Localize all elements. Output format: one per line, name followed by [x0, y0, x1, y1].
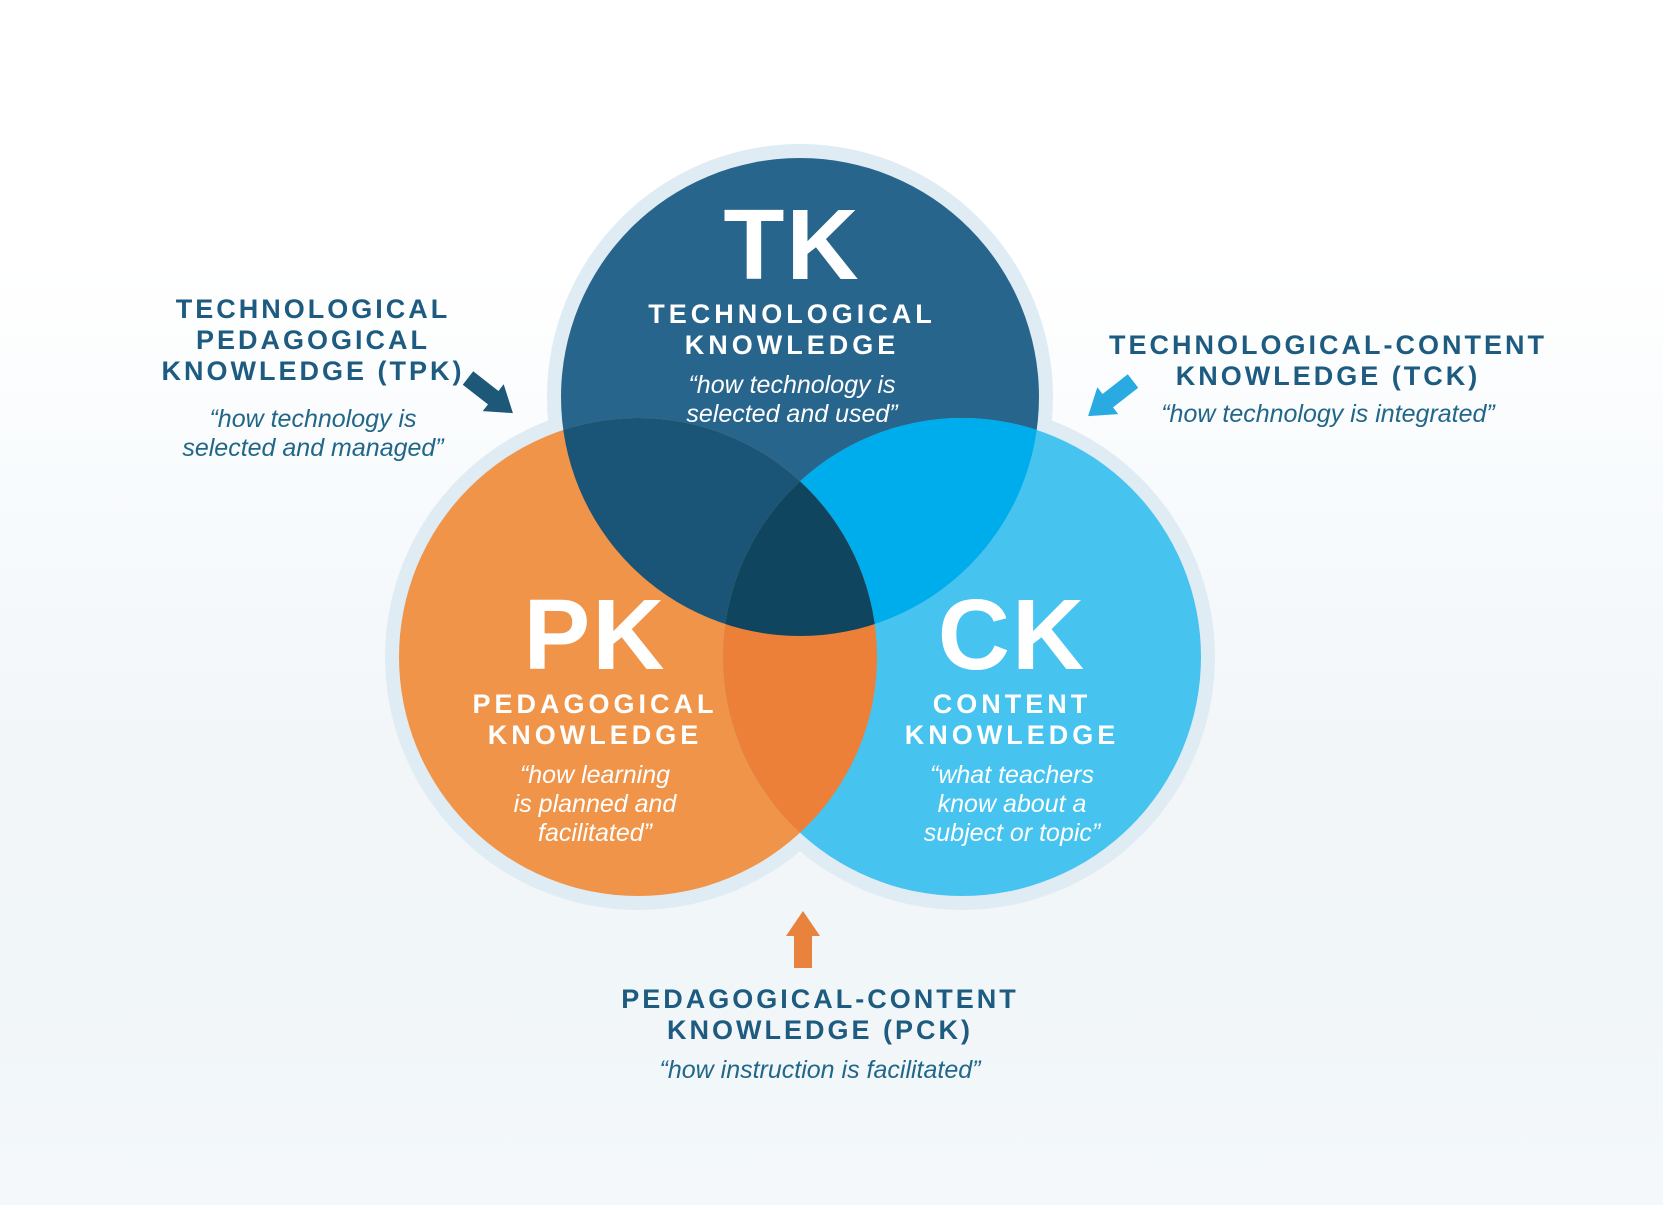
tck-heading-line2: KNOWLEDGE (TCK) — [1175, 361, 1481, 391]
tk-circle-label-group: TK TECHNOLOGICAL KNOWLEDGE “how technolo… — [572, 195, 1012, 429]
tpk-heading-line2: PEDAGOGICAL — [195, 325, 430, 355]
tck-callout: TECHNOLOGICAL-CONTENT KNOWLEDGE (TCK) “h… — [1068, 330, 1588, 429]
pk-abbr: PK — [523, 579, 667, 691]
tpk-arrow-icon — [462, 371, 513, 414]
pk-circle-label-group: PK PEDAGOGICAL KNOWLEDGE “how learning i… — [395, 585, 795, 848]
tpk-heading-line1: TECHNOLOGICAL — [175, 294, 451, 324]
tk-quote-line1: “how technology is — [688, 371, 896, 399]
tpk-quote-line1: “how technology is — [209, 405, 417, 433]
pk-quote-line2: is planned and — [513, 790, 677, 818]
tk-quote-line2: selected and used” — [686, 400, 898, 428]
ck-quote-line2: know about a — [937, 790, 1087, 818]
pck-quote-line1: “how instruction is facilitated” — [659, 1056, 981, 1084]
tck-heading-line1: TECHNOLOGICAL-CONTENT — [1109, 330, 1547, 360]
pk-quote: “how learning is planned and facilitated… — [395, 761, 795, 848]
pk-title-line2: KNOWLEDGE — [487, 720, 703, 750]
pk-title-line1: PEDAGOGICAL — [472, 689, 718, 719]
pck-callout: PEDAGOGICAL-CONTENT KNOWLEDGE (PCK) “how… — [560, 984, 1080, 1085]
ck-title: CONTENT KNOWLEDGE — [812, 689, 1212, 751]
pk-title: PEDAGOGICAL KNOWLEDGE — [395, 689, 795, 751]
tk-abbr: TK — [723, 189, 861, 301]
ck-circle-label-group: CK CONTENT KNOWLEDGE “what teachers know… — [812, 585, 1212, 848]
ck-title-line2: KNOWLEDGE — [904, 720, 1120, 750]
pck-heading-line1: PEDAGOGICAL-CONTENT — [621, 984, 1019, 1014]
tck-heading: TECHNOLOGICAL-CONTENT KNOWLEDGE (TCK) — [1068, 330, 1588, 392]
ck-quote-line1: “what teachers — [930, 761, 1094, 789]
tck-quote-line1: “how technology is integrated” — [1161, 400, 1495, 428]
tpk-callout: TECHNOLOGICAL PEDAGOGICAL KNOWLEDGE (TPK… — [83, 294, 543, 463]
pk-quote-line3: facilitated” — [538, 819, 652, 847]
pck-arrow-icon — [786, 911, 820, 968]
tk-title-line2: KNOWLEDGE — [684, 330, 900, 360]
pck-quote: “how instruction is facilitated” — [560, 1056, 1080, 1085]
tpk-heading-line3: KNOWLEDGE (TPK) — [161, 356, 465, 386]
tck-quote: “how technology is integrated” — [1068, 400, 1588, 429]
tk-quote: “how technology is selected and used” — [572, 371, 1012, 429]
ck-abbr: CK — [937, 579, 1087, 691]
tpk-heading: TECHNOLOGICAL PEDAGOGICAL KNOWLEDGE (TPK… — [83, 294, 543, 387]
pk-quote-line1: “how learning — [519, 761, 671, 789]
tpack-center-overlap — [723, 418, 877, 636]
pck-heading: PEDAGOGICAL-CONTENT KNOWLEDGE (PCK) — [560, 984, 1080, 1046]
tk-title-line1: TECHNOLOGICAL — [648, 299, 936, 329]
tk-title: TECHNOLOGICAL KNOWLEDGE — [572, 299, 1012, 361]
ck-quote: “what teachers know about a subject or t… — [812, 761, 1212, 848]
tpk-quote-line2: selected and managed” — [182, 434, 444, 462]
ck-quote-line3: subject or topic” — [923, 819, 1101, 847]
tck-arrow-icon — [1088, 374, 1139, 417]
ck-title-line1: CONTENT — [932, 689, 1092, 719]
tpk-quote: “how technology is selected and managed” — [83, 405, 543, 463]
pck-heading-line2: KNOWLEDGE (PCK) — [667, 1015, 973, 1045]
